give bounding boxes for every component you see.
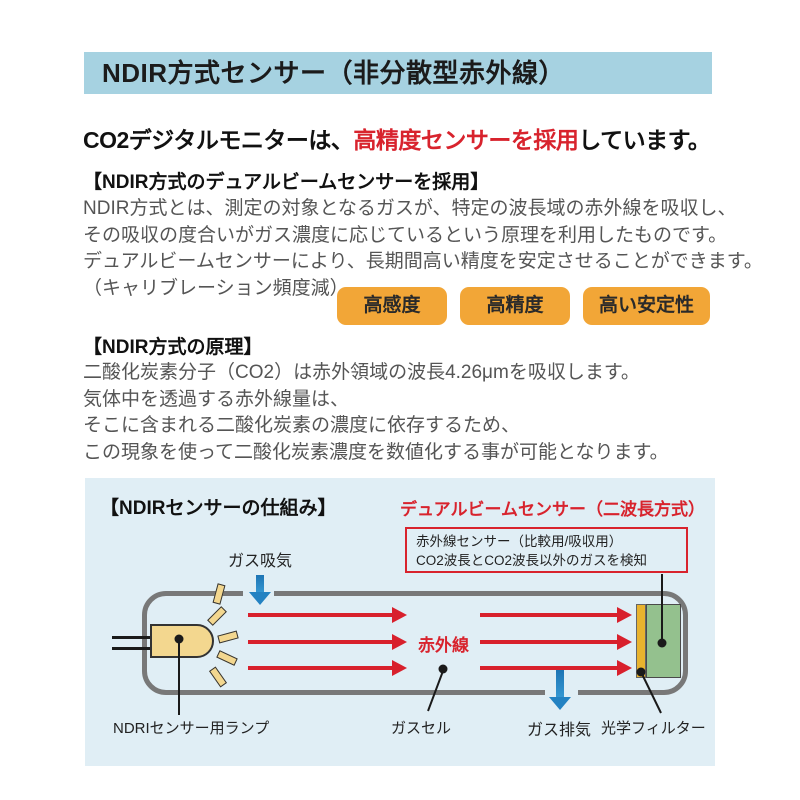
lamp-label: NDRIセンサー用ランプ: [113, 720, 270, 737]
callout-dot-sensor: [657, 638, 667, 648]
principle-line-2: 気体中を透過する赤外線量は、: [83, 388, 350, 410]
gas-cell-label: ガスセル: [391, 720, 452, 737]
adoption-heading: 【NDIR方式のデュアルビームセンサーを採用】: [83, 172, 490, 193]
ir-arrow-shaft: [480, 640, 617, 644]
adoption-line-4: （キャリブレーション頻度減）: [83, 277, 349, 299]
badge-high-sensitivity: 高感度: [337, 287, 447, 325]
gas-intake-arrow-shaft: [256, 575, 264, 593]
optical-filter-label: 光学フィルター: [601, 720, 706, 737]
gas-intake-label: ガス吸気: [228, 553, 293, 570]
header-banner: NDIR方式センサー（非分散型赤外線）: [84, 52, 712, 94]
ir-arrow-head-icon: [392, 660, 407, 676]
gas-exhaust-arrow-shaft: [556, 670, 564, 698]
callout-dot-lamp: [174, 634, 184, 644]
ndir-diagram: 【NDIRセンサーの仕組み】 デュアルビームセンサー（二波長方式） 赤外線センサ…: [85, 478, 715, 766]
adoption-line-1: NDIR方式とは、測定の対象となるガスが、特定の波長域の赤外線を吸収し、: [83, 198, 737, 219]
callout-dot-gas-cell: [438, 664, 448, 674]
headline-post: しています。: [578, 127, 711, 153]
gas-exhaust-arrow-icon: [549, 697, 571, 710]
ir-sensor-note-line-1: 赤外線センサー（比較用/吸収用）: [416, 534, 623, 549]
headline: CO2デジタルモニターは、高精度センサーを採用しています。: [83, 121, 723, 155]
ir-arrow-head-icon: [617, 634, 632, 650]
badge-high-stability: 高い安定性: [583, 287, 710, 325]
gas-exhaust-label: ガス排気: [527, 722, 592, 739]
callout-line-filter: [641, 673, 662, 714]
lamp-lead-wire-bottom: [112, 647, 152, 650]
callout-lines: [174, 574, 667, 715]
adoption-line-2: その吸収の度合いがガス濃度に応じているという原理を利用したものです。: [83, 224, 728, 246]
principle-line-3: そこに含まれる二酸化炭素の濃度に依存するため、: [83, 415, 521, 436]
ir-arrow-shaft: [248, 613, 392, 617]
headline-pre: CO2デジタルモニターは、: [83, 127, 354, 153]
ir-arrow-head-icon: [392, 607, 407, 623]
adoption-line-3: デュアルビームセンサーにより、長期間高い精度を安定させることができます。: [83, 251, 763, 272]
adoption-body: NDIR方式とは、測定の対象となるガスが、特定の波長域の赤外線を吸収し、 その吸…: [83, 196, 763, 302]
ir-sensor-shape: [646, 604, 681, 678]
principle-heading: 【NDIR方式の原理】: [83, 337, 263, 358]
infrared-label: 赤外線: [418, 636, 469, 655]
principle-line-4: この現象を使って二酸化炭素濃度を数値化する事が可能となります。: [83, 441, 669, 463]
gas-intake-arrow-icon: [249, 592, 271, 605]
principle-line-1: 二酸化炭素分子（CO2）は赤外領域の波長4.26μmを吸収します。: [83, 362, 640, 383]
headline-highlight: 高精度センサーを採用: [353, 127, 579, 153]
callout-dot-filter: [636, 667, 646, 677]
ir-arrow-head-icon: [617, 660, 632, 676]
ir-sensor-note-line-2: CO2波長とCO2波長以外のガスを検知: [416, 553, 648, 568]
ir-sensor-note-box: 赤外線センサー（比較用/吸収用） CO2波長とCO2波長以外のガスを検知: [405, 527, 688, 573]
badge-high-precision: 高精度: [460, 287, 570, 325]
principle-body: 二酸化炭素分子（CO2）は赤外領域の波長4.26μmを吸収します。 気体中を透過…: [83, 360, 669, 466]
lamp-lead-wire-top: [112, 636, 152, 639]
callout-line-gas-cell: [427, 670, 444, 712]
dual-beam-title: デュアルビームセンサー（二波長方式）: [400, 500, 705, 519]
ir-arrow-shaft: [480, 613, 617, 617]
gas-tube: [142, 591, 688, 695]
diagram-title: 【NDIRセンサーの仕組み】: [100, 498, 337, 519]
header-title: NDIR方式センサー（非分散型赤外線）: [102, 58, 566, 88]
ir-arrow-head-icon: [392, 634, 407, 650]
ir-arrow-shaft: [248, 666, 392, 670]
optical-filter-shape: [636, 604, 646, 678]
ir-arrow-shaft: [480, 666, 617, 670]
ir-arrow-shaft: [248, 640, 392, 644]
ir-arrow-head-icon: [617, 607, 632, 623]
